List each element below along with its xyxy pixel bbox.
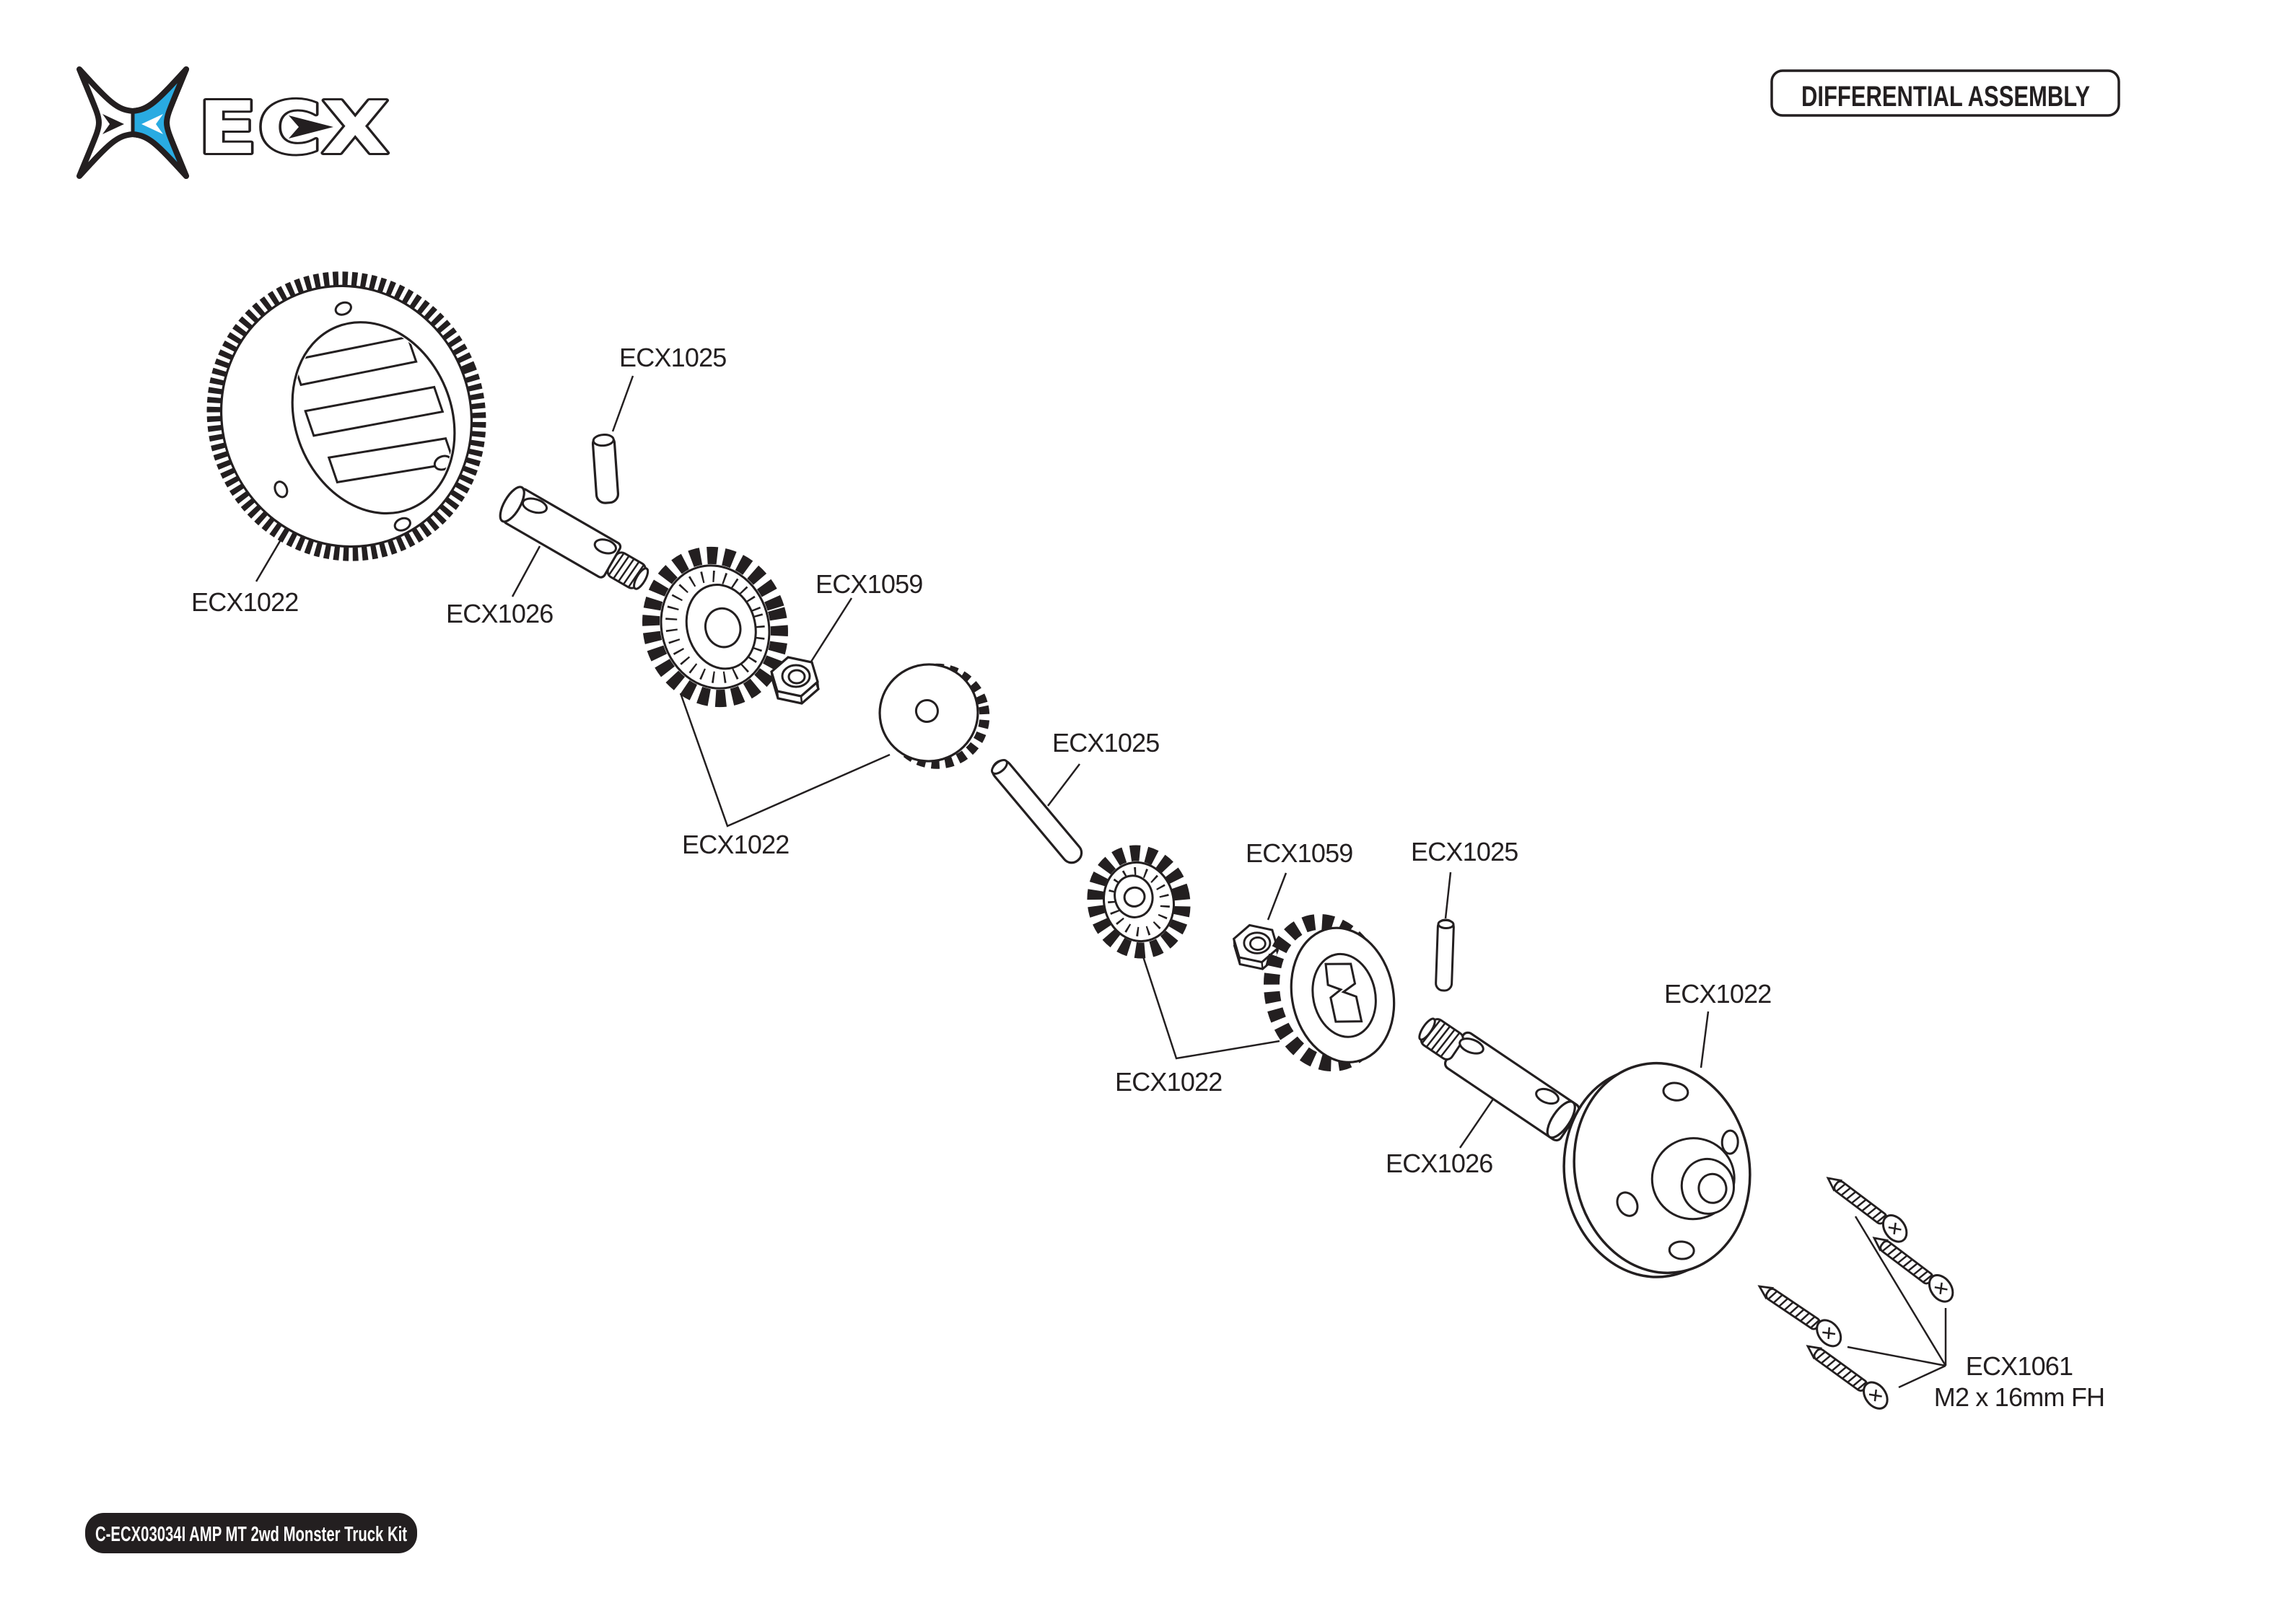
logo-accent-half — [133, 66, 189, 179]
page-title: DIFFERENTIAL ASSEMBLY — [1801, 81, 2090, 113]
diff-pin-right — [1435, 918, 1455, 992]
ecx-logo-icon — [76, 66, 189, 179]
screw-3 — [1750, 1273, 1852, 1356]
logo-wordmark: ECX — [198, 86, 389, 170]
part-label-ecx1022-housing: ECX1022 — [1664, 979, 1772, 1009]
bevel-gear-back-disc — [878, 663, 990, 769]
leader-lines — [255, 375, 1947, 1389]
part-label-ecx1059-right: ECX1059 — [1246, 838, 1353, 868]
part-label-ecx1022-right: ECX1022 — [1115, 1067, 1223, 1097]
diff-housing — [1562, 1061, 1752, 1278]
screw-callout-spec: M2 x 16mm FH — [1933, 1382, 2105, 1413]
bevel-gear-left — [642, 546, 788, 708]
logo-arrow-right — [141, 114, 163, 134]
part-label-ecx1025-right: ECX1025 — [1411, 837, 1518, 866]
screw-callout-part: ECX1061 — [1965, 1351, 2073, 1381]
kit-label: C-ECX03034I AMP MT 2wd Monster Truck Kit — [95, 1523, 407, 1546]
exploded-diagram — [206, 271, 1964, 1418]
locknut-left — [770, 656, 820, 705]
kit-badge — [85, 1513, 417, 1553]
part-label-ecx1026-left: ECX1026 — [446, 599, 554, 628]
header: ECX DIFFERENTIAL ASSEMBLY — [76, 66, 2120, 179]
footer: C-ECX03034I AMP MT 2wd Monster Truck Kit — [85, 1513, 417, 1553]
diff-pin-middle — [990, 758, 1083, 864]
part-label-ecx1022-gear: ECX1022 — [191, 587, 299, 617]
part-label-ecx1025-top: ECX1025 — [619, 343, 727, 372]
output-shaft-left — [499, 486, 650, 590]
title-box — [1770, 69, 2120, 117]
part-label-ecx1026-right: ECX1026 — [1386, 1149, 1493, 1178]
part-label-ecx1025-mid: ECX1025 — [1052, 728, 1160, 758]
screw-callout: ECX1061 M2 x 16mm FH — [1875, 1351, 2164, 1413]
main-diff-gear — [206, 271, 486, 561]
diff-pin-top — [591, 434, 620, 504]
output-shaft-right — [1418, 1017, 1580, 1142]
part-label-ecx1059-left: ECX1059 — [815, 569, 923, 599]
part-label-ecx1022-left: ECX1022 — [682, 830, 790, 859]
screw-2 — [1864, 1225, 1964, 1311]
output-gear — [1264, 913, 1396, 1072]
logo-x-arrow — [289, 115, 333, 139]
spider-gear — [1087, 845, 1191, 959]
logo-arrow-left — [102, 114, 124, 134]
